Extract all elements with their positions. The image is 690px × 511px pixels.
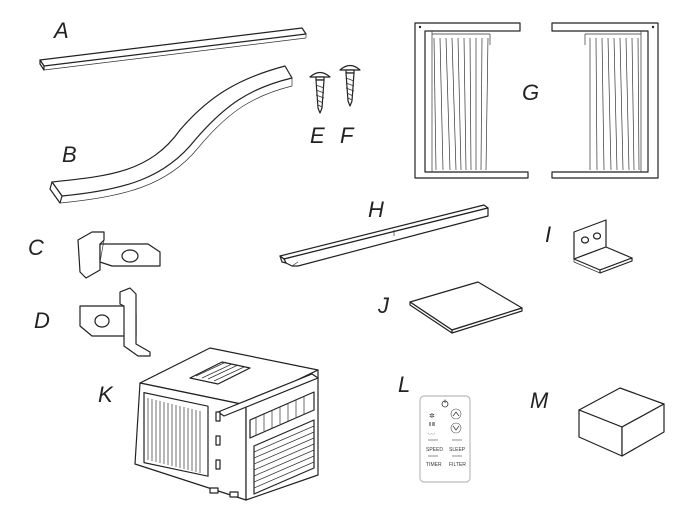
sleep-button[interactable]: SLEEP: [449, 447, 466, 453]
label-e: E: [310, 123, 325, 148]
svg-text:◡◡: ◡◡: [428, 430, 435, 435]
label-j: J: [377, 293, 390, 318]
fan-mode-icon[interactable]: ✲: [429, 412, 435, 420]
label-k: K: [98, 382, 114, 407]
part-k-air-conditioner: [134, 347, 319, 501]
part-h-sill-channel: [279, 204, 489, 267]
label-d: D: [34, 308, 50, 333]
part-g-right-curtain: [551, 22, 659, 179]
svg-text:ⅡⅢ: ⅡⅢ: [429, 422, 435, 428]
part-l-remote-control[interactable]: ✲ ⅡⅢ ◡◡ SPEED SLEEP TIMER FILTER: [419, 395, 471, 483]
svg-text:✲: ✲: [429, 412, 435, 420]
temp-down-button[interactable]: [450, 422, 462, 434]
part-b-foam-seal: [49, 65, 293, 204]
part-j-foam-pad: [409, 281, 523, 334]
part-c-bracket: [77, 231, 161, 279]
part-e-screw-icon: [309, 71, 331, 114]
part-m-foam-block: [578, 387, 665, 457]
part-d-bracket: [79, 287, 151, 357]
label-g: G: [522, 80, 539, 105]
label-h: H: [368, 197, 384, 222]
part-i-l-bracket: [573, 219, 633, 274]
label-m: M: [530, 388, 549, 413]
part-g-left-curtain: [414, 22, 529, 179]
timer-button[interactable]: TIMER: [426, 462, 442, 468]
label-f: F: [340, 123, 355, 148]
label-i: I: [545, 222, 551, 247]
label-b: B: [62, 142, 77, 167]
speed-button[interactable]: SPEED: [426, 447, 443, 453]
label-a: A: [52, 18, 69, 43]
filter-button[interactable]: FILTER: [449, 462, 466, 468]
part-f-screw-icon: [339, 64, 361, 107]
part-a-top-rail: [39, 27, 307, 71]
label-l: L: [398, 372, 410, 397]
label-c: C: [28, 235, 44, 260]
power-icon[interactable]: [441, 399, 449, 408]
temp-up-button[interactable]: [450, 408, 462, 420]
mode-icons[interactable]: ⅡⅢ ◡◡: [428, 422, 435, 435]
